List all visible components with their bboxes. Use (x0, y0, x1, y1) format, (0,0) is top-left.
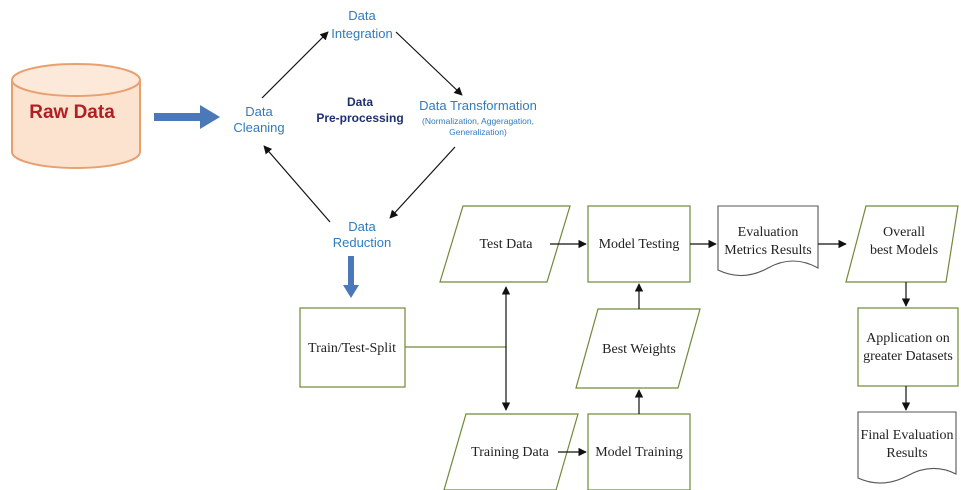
raw-data-cylinder: Raw Data (11, 63, 141, 169)
evaluation-document (717, 205, 819, 277)
preprocessing-center-1: Data (347, 95, 373, 109)
raw-data-label: Raw Data (29, 102, 115, 123)
final-evaluation-label-1: Final Evaluation (861, 428, 954, 443)
reduction-to-cleaning-arrow (263, 145, 331, 223)
training-data-label: Training Data (471, 445, 549, 460)
integration-label-1: Data (348, 8, 376, 23)
overall-best-label-1: Overall (883, 225, 925, 240)
final-evaluation-label-2: Results (886, 446, 927, 461)
evaluation-label-2: Metrics Results (724, 243, 812, 258)
transformation-detail-2: Generalization) (449, 127, 507, 137)
train-test-split-label: Train/Test-Split (308, 341, 396, 356)
cleaning-to-integration-arrow (261, 31, 329, 99)
model-training-box (587, 413, 691, 490)
overall-best-label-2: best Models (870, 243, 938, 258)
application-label-2: greater Datasets (863, 349, 953, 364)
integration-to-transformation-arrow (395, 31, 463, 96)
reduction-label-1: Data (348, 219, 376, 234)
cleaning-label-2: Cleaning (233, 120, 284, 135)
application-box (857, 307, 959, 387)
model-testing-label: Model Testing (599, 237, 680, 252)
integration-label-2: Integration (331, 26, 392, 41)
model-training-label: Model Training (595, 445, 683, 460)
test-data-shape (439, 205, 571, 283)
transformation-title: Data Transformation (419, 98, 537, 113)
raw-to-cleaning-arrow (154, 105, 220, 129)
transformation-to-reduction-arrow (389, 146, 456, 219)
preprocessing-center-2: Pre-processing (316, 111, 403, 125)
evaluation-label-1: Evaluation (738, 225, 799, 240)
cleaning-label-1: Data (245, 104, 273, 119)
reduction-label-2: Reduction (333, 235, 392, 250)
overall-best-models-shape (845, 205, 959, 283)
transformation-detail-1: (Normalization, Aggeragation, (422, 116, 534, 126)
test-data-label: Test Data (479, 237, 533, 252)
best-weights-shape (575, 308, 701, 389)
train-test-split-box (299, 307, 406, 388)
final-evaluation-document (857, 411, 957, 484)
reduction-to-split-arrow-shaft (348, 256, 354, 286)
reduction-to-split-arrow-head (343, 285, 359, 298)
model-testing-box (587, 205, 691, 283)
application-label-1: Application on (866, 331, 950, 346)
training-data-shape (443, 413, 579, 490)
best-weights-label: Best Weights (602, 342, 676, 357)
